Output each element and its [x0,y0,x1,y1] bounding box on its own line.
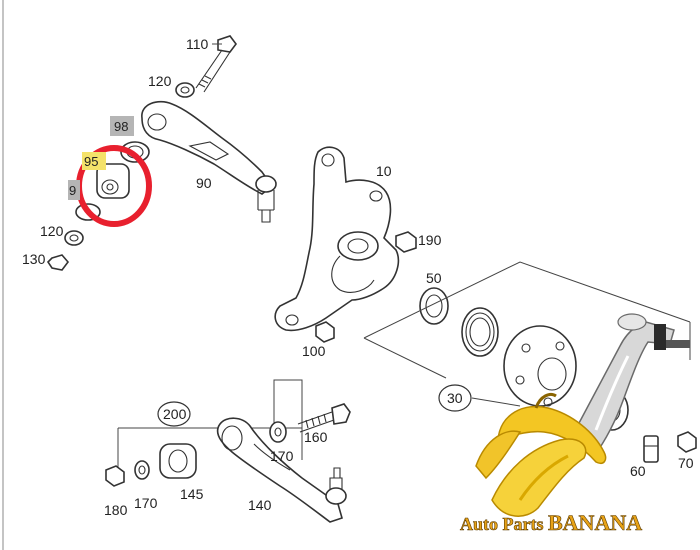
label-145: 145 [180,486,204,502]
washer-120-upper [175,82,195,98]
label-110: 110 [186,36,209,52]
label-130: 130 [22,251,46,267]
wheel-hub [503,325,577,407]
washer-170-upper [269,421,287,443]
bushing-145 [159,443,197,479]
steering-knuckle-10 [274,146,400,332]
label-170-lower: 170 [134,495,158,511]
lower-arm-140 [216,417,347,523]
banana-icon [475,393,607,517]
label-190: 190 [418,232,442,248]
label-200: 200 [163,406,187,422]
label-10: 10 [376,163,392,179]
label-90: 90 [196,175,212,191]
control-arm-90 [141,100,277,223]
tag-95-bg [82,152,106,170]
label-170-upper: 170 [270,448,294,464]
bearing-30 [461,307,499,357]
label-98: 98 [114,119,128,134]
label-160: 160 [304,429,328,445]
nut-180 [105,465,125,487]
label-9: 9 [69,183,76,198]
washer-170-lower [134,460,150,480]
stud-60 [643,435,659,463]
label-95: 95 [84,154,98,169]
label-60: 60 [630,463,646,479]
nut-100 [315,321,335,343]
label-50: 50 [426,270,442,286]
nut-190 [395,231,417,253]
hub-bracket-lower [471,397,521,407]
watermark-text-b: BANANA [548,510,642,535]
label-70: 70 [678,455,694,471]
label-120-lower: 120 [40,223,64,239]
nut-70 [677,431,697,453]
label-30: 30 [447,390,463,406]
bolt-160 [297,403,351,433]
watermark-text: Auto Parts BANANA [460,510,642,535]
label-100: 100 [302,343,326,359]
label-120-upper: 120 [148,73,172,89]
watermark-strut-image [569,313,690,458]
label-140: 140 [248,497,272,513]
seal-50 [419,287,449,325]
tag-9-bg [68,180,80,200]
tag-98-bg [110,116,134,136]
circle-label-200 [157,401,191,427]
label-180: 180 [104,502,128,518]
watermark-text-a: Auto Parts [460,514,548,534]
circle-label-30: 30 [438,384,472,412]
bolt-110 [195,35,237,93]
